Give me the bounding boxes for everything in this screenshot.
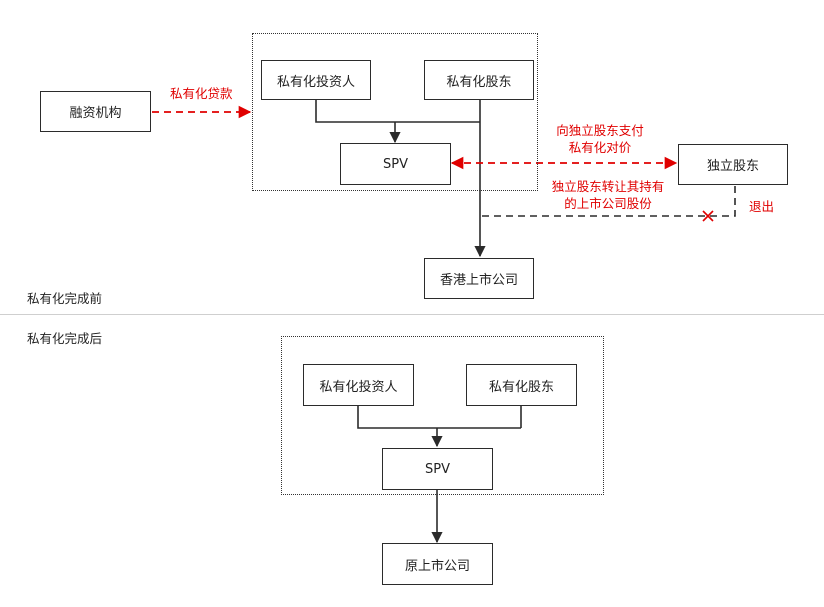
after-private-shareholder-box: 私有化股东 [466,364,577,406]
spv-box: SPV [340,143,451,185]
independent-shareholder-box: 独立股东 [678,144,788,185]
investor-to-spv-line [315,100,480,123]
after-group-frame [281,336,604,495]
payment-label: 向独立股东支付 私有化对价 [540,122,660,156]
exit-line [480,186,736,217]
after-section-label: 私有化完成后 [27,331,103,346]
before-group-frame [252,33,538,191]
exit-cross-icon [702,210,714,222]
payment-label-line2: 私有化对价 [568,140,632,155]
loan-label: 私有化贷款 [170,86,233,101]
section-divider [0,314,824,315]
transfer-label: 独立股东转让其持有 的上市公司股份 [543,178,673,212]
lender-box: 融资机构 [40,91,151,132]
before-section-label: 私有化完成前 [27,291,103,306]
transfer-label-line2: 的上市公司股份 [564,196,652,211]
after-private-investor-box: 私有化投资人 [303,364,414,406]
transfer-label-line1: 独立股东转让其持有 [551,179,665,194]
private-shareholder-box: 私有化股东 [424,60,534,100]
private-investor-box: 私有化投资人 [261,60,371,100]
exit-label: 退出 [749,199,775,214]
after-merge-line [357,406,521,429]
after-spv-box: SPV [382,448,493,490]
payment-label-line1: 向独立股东支付 [556,123,644,138]
original-listed-company-box: 原上市公司 [382,543,493,585]
hk-listed-company-box: 香港上市公司 [424,258,534,299]
